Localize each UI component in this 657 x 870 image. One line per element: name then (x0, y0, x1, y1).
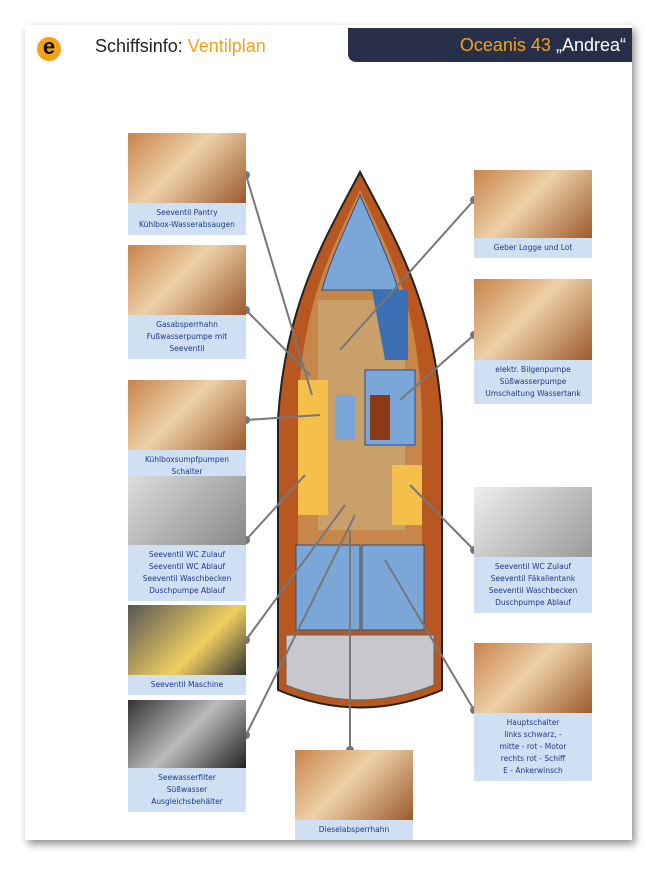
valve-card-gas: Gasabsperrhahn Fußwasserpumpe mit Seeven… (128, 245, 246, 359)
card-label: Seewasserfilter Süßwasser Ausgleichsbehä… (128, 768, 246, 812)
valve-card-hauptschalter: Hauptschalter links schwarz, - mitte - r… (474, 643, 592, 781)
photo (128, 133, 246, 203)
card-label: Dieselabsperrhahn (295, 820, 413, 840)
card-label: Gasabsperrhahn Fußwasserpumpe mit Seeven… (128, 315, 246, 359)
photo (128, 380, 246, 450)
valve-card-logge: Geber Logge und Lot (474, 170, 592, 258)
valve-card-filter: Seewasserfilter Süßwasser Ausgleichsbehä… (128, 700, 246, 812)
photo (128, 476, 246, 545)
valve-card-kuehlbox: Kühlboxsumpfpumpen Schalter (128, 380, 246, 482)
card-label: Seeventil WC Zulauf Seeventil WC Ablauf … (128, 545, 246, 601)
page-title: Schiffsinfo: Ventilplan (95, 36, 266, 57)
valve-card-wc-left: Seeventil WC Zulauf Seeventil WC Ablauf … (128, 476, 246, 601)
photo (128, 605, 246, 675)
photo (474, 487, 592, 557)
photo (295, 750, 413, 820)
valve-card-pantry: Seeventil Pantry Kühlbox-Wasserabsaugen (128, 133, 246, 235)
card-label: Seeventil WC Zulauf Seeventil Fäkalienta… (474, 557, 592, 613)
boat-title: Oceanis 43 „Andrea“ (460, 35, 626, 56)
logo: e (37, 36, 61, 61)
photo (474, 279, 592, 360)
photo (128, 245, 246, 315)
card-label: Seeventil Pantry Kühlbox-Wasserabsaugen (128, 203, 246, 235)
valve-card-diesel: Dieselabsperrhahn (295, 750, 413, 840)
card-label: Geber Logge und Lot (474, 238, 592, 258)
card-label: elektr. Bilgenpumpe Süßwasserpumpe Umsch… (474, 360, 592, 404)
title-accent: Ventilplan (187, 36, 266, 56)
valve-card-wc-right: Seeventil WC Zulauf Seeventil Fäkalienta… (474, 487, 592, 613)
photo (474, 643, 592, 713)
card-label: Seeventil Maschine (128, 675, 246, 695)
valve-card-maschine: Seeventil Maschine (128, 605, 246, 695)
valve-card-bilge: elektr. Bilgenpumpe Süßwasserpumpe Umsch… (474, 279, 592, 404)
boat-model: Oceanis 43 (459, 35, 551, 55)
title-prefix: Schiffsinfo: (95, 36, 188, 56)
photo (128, 700, 246, 768)
boat-header: Oceanis 43 „Andrea“ (348, 28, 632, 62)
boat-hull (277, 169, 443, 709)
boat-name: „Andrea“ (550, 35, 626, 55)
photo (474, 170, 592, 238)
card-label: Hauptschalter links schwarz, - mitte - r… (474, 713, 592, 781)
